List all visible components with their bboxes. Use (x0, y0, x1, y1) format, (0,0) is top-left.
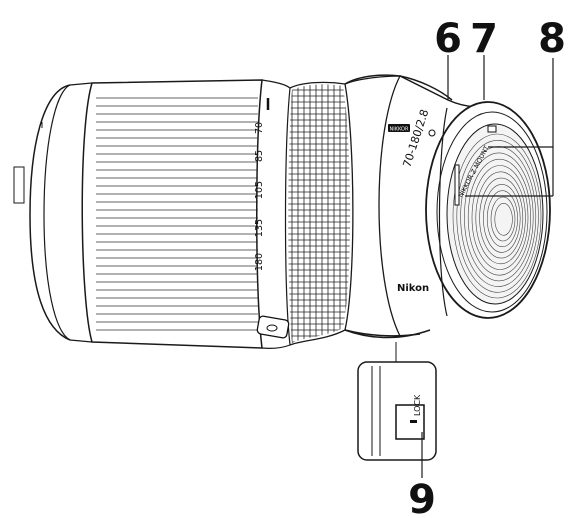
zoom-scale-band: 70 85 105 135 180 (254, 79, 291, 349)
callout-6: 6 (434, 16, 462, 62)
leader-lines (421, 55, 554, 478)
zoom-scale-label: 105 (254, 181, 265, 199)
nikkor-badge: NIKKOR (390, 127, 409, 133)
callout-7: 7 (470, 16, 498, 62)
mount-inner-ring (490, 196, 516, 242)
callout-9: 9 (408, 477, 436, 518)
zoom-scale-label: 70 (254, 122, 265, 134)
zoom-scale-label: 135 (254, 219, 265, 237)
zoom-scale-label: 85 (254, 150, 265, 162)
control-ring (288, 81, 354, 346)
mount-inner-ring (464, 152, 534, 282)
mount-inner-ring (486, 190, 518, 247)
mount-inner-ring (475, 171, 526, 265)
lens-model-label: 70-180/2.8 (400, 108, 431, 169)
mount-inner-ring (483, 184, 521, 253)
callout-8: 8 (538, 16, 566, 62)
mount-index-dot (428, 129, 436, 137)
lock-inset: LOCK (357, 342, 437, 461)
zoom-lock-switch-icon (256, 315, 290, 339)
zoom-ring (81, 79, 263, 349)
mount-inner-ring (452, 133, 542, 299)
mount-inner-ring (494, 203, 513, 236)
mount-inner-ring (467, 158, 531, 276)
mount-inner-ring (471, 165, 529, 270)
mount-inner-ring (479, 177, 524, 259)
lens-mount: NIKKOR Z MOUNT (425, 101, 551, 319)
zoom-scale-label: 180 (254, 253, 265, 271)
camera-lens-illustration-icon: 70 85 105 135 180 NIKKOR 70-180/2.8 Nikon (13, 74, 551, 349)
brand-logo: Nikon (397, 283, 429, 294)
lock-label: LOCK (413, 394, 422, 416)
lens-front-end (13, 82, 93, 343)
mount-inner-ring (456, 140, 539, 293)
